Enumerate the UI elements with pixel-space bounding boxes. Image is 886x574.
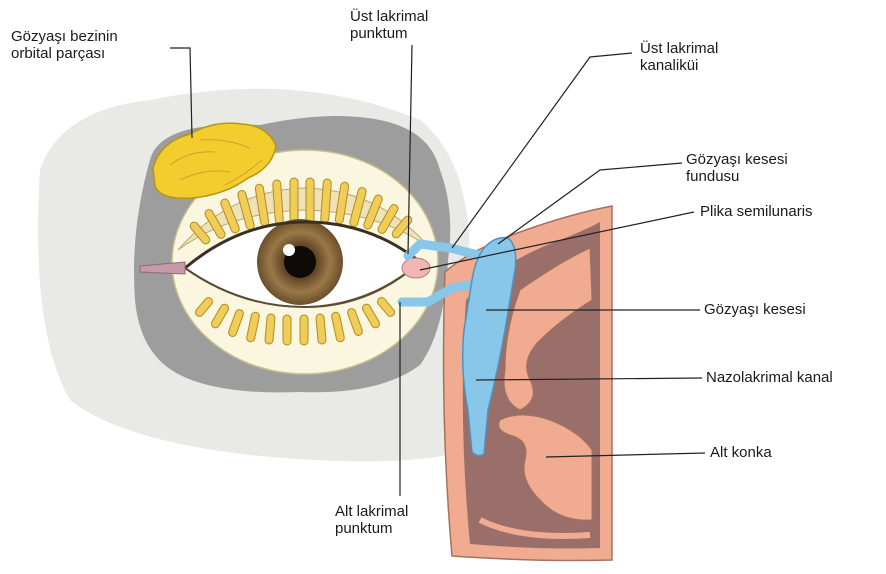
- label-ust-lakrimal-kanalikul: Üst lakrimal kanaliküi: [640, 40, 718, 74]
- label-line-2: fundusu: [686, 168, 788, 185]
- label-line-2: punktum: [350, 25, 428, 42]
- label-line-1: Üst lakrimal: [640, 40, 718, 57]
- label-alt-lakrimal-punktum: Alt lakrimal punktum: [335, 503, 408, 537]
- label-ust-lakrimal-punktum: Üst lakrimal punktum: [350, 8, 428, 42]
- label-plika-semilunaris: Plika semilunaris: [700, 203, 813, 220]
- label-nazolakrimal-kanal: Nazolakrimal kanal: [706, 369, 833, 386]
- eye-highlight: [283, 244, 295, 256]
- label-line-2: orbital parçası: [11, 45, 118, 62]
- label-gozyasi-kesesi-fundusu: Gözyaşı kesesi fundusu: [686, 151, 788, 185]
- label-gozyasi-bezinin-orbital: Gözyaşı bezinin orbital parçası: [11, 28, 118, 62]
- label-alt-konka: Alt konka: [710, 444, 772, 461]
- caruncle: [402, 258, 430, 278]
- label-line-1: Gözyaşı kesesi: [686, 151, 788, 168]
- label-line-1: Alt lakrimal: [335, 503, 408, 520]
- label-line-2: kanaliküi: [640, 57, 718, 74]
- label-line-1: Üst lakrimal: [350, 8, 428, 25]
- label-gozyasi-kesesi: Gözyaşı kesesi: [704, 301, 806, 318]
- label-line-2: punktum: [335, 520, 408, 537]
- label-line-1: Gözyaşı bezinin: [11, 28, 118, 45]
